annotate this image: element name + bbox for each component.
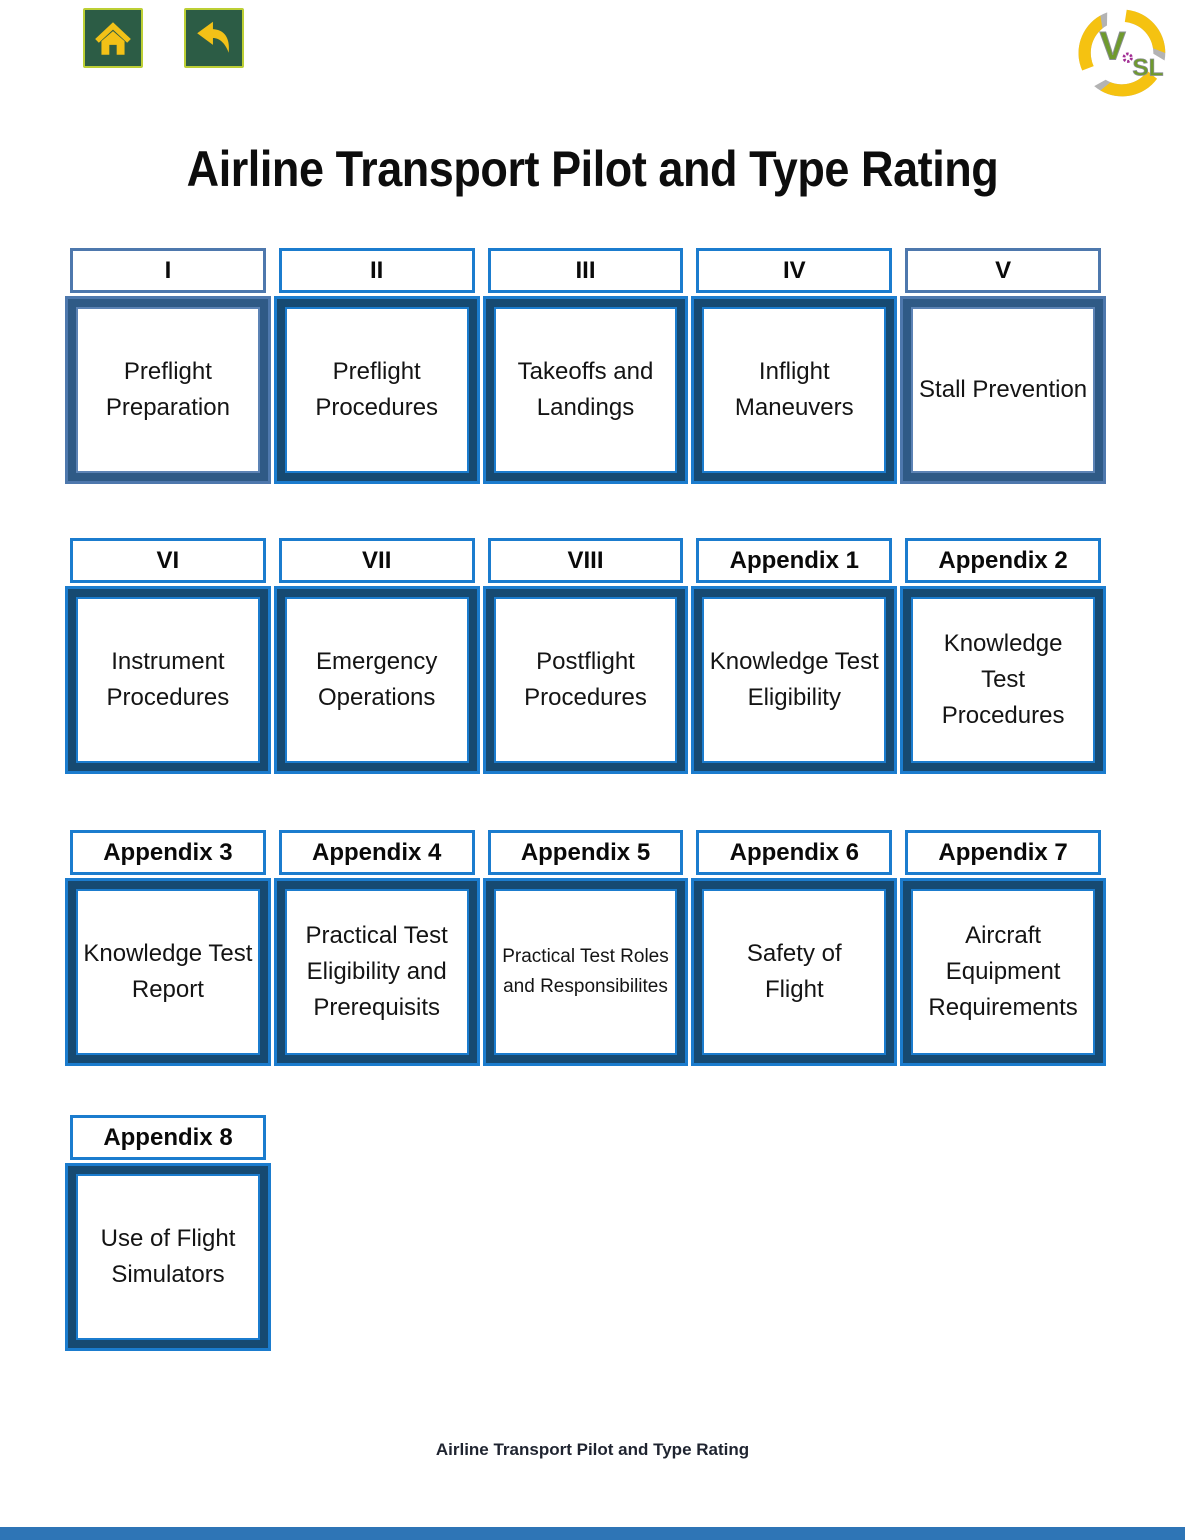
section-link-button[interactable]: Practical Test Roles and Responsibilites [482,878,689,1066]
toc-cell-I: I Preflight Preparation [65,248,271,484]
section-header-label: VII [362,546,392,574]
section-header-label: IV [782,256,806,284]
section-header-label: I [164,256,172,284]
section-label: Postflight Procedures [524,648,647,711]
section-header-label: II [370,256,384,284]
page-title: Airline Transport Pilot and Type Rating [186,141,999,197]
section-header-button[interactable]: Appendix 3 [70,830,266,875]
home-button[interactable] [83,8,143,68]
section-link-button[interactable]: Preflight Preparation [65,296,271,484]
section-header-label: Appendix 2 [938,546,1068,574]
toc-cell-II: II Preflight Procedures [273,248,480,484]
toc-row-3: Appendix 3 Knowledge Test Report Appendi… [65,830,1106,1066]
section-header-label: Appendix 5 [520,838,651,866]
toc-cell-IV: IV Inflight Maneuvers [691,248,898,484]
section-label: Practical Test Eligibility and Prerequis… [305,922,448,1021]
section-header-label: Appendix 6 [729,838,859,866]
section-label: Aircraft Equipment Requirements [928,922,1078,1021]
section-header-label: III [575,256,596,284]
section-header-button[interactable]: Appendix 5 [487,830,684,875]
section-label: Use of Flight Simulators [100,1225,236,1288]
toc-cell-appendix-3: Appendix 3 Knowledge Test Report [65,830,271,1066]
section-link-button[interactable]: Knowledge Test Eligibility [691,586,898,774]
section-label: Knowledge Test Report [83,940,253,1003]
section-label: Inflight Maneuvers [734,358,854,421]
toc-cell-VIII: VIII Postflight Procedures [482,538,689,774]
toc-cell-appendix-1: Appendix 1 Knowledge Test Eligibility [691,538,898,774]
section-header-label: VIII [567,546,604,574]
section-header-label: Appendix 7 [938,838,1068,866]
toc-row-4: Appendix 8 Use of Flight Simulators [65,1115,1106,1351]
section-header-button[interactable]: Appendix 8 [70,1115,266,1160]
section-header-label: V [995,256,1012,284]
section-header-label: Appendix 3 [103,838,233,866]
toc-cell-III: III Takeoffs and Landings [482,248,689,484]
section-header-button[interactable]: I [70,248,266,293]
section-label: Knowledge Test Eligibility [709,648,879,711]
toc-cell-VII: VII Emergency Operations [273,538,480,774]
toc-cell-appendix-7: Appendix 7 Aircraft Equipment Requiremen… [900,830,1106,1066]
section-link-button[interactable]: Preflight Procedures [273,296,480,484]
section-label: Stall Prevention [919,376,1088,403]
section-label: Preflight Procedures [315,358,439,421]
toc-cell-appendix-8: Appendix 8 Use of Flight Simulators [65,1115,271,1351]
section-label: Instrument Procedures [106,648,230,711]
section-header-button[interactable]: Appendix 4 [278,830,475,875]
toc-cell-appendix-6: Appendix 6 Safety of Flight [691,830,898,1066]
section-link-button[interactable]: Knowledge Test Report [65,878,271,1066]
section-label: Practical Test Roles and Responsibilites [502,945,669,997]
section-header-label: Appendix 1 [729,546,859,574]
logo-letters-sl: SL [1132,55,1163,82]
vsl-logo: V SL [1075,6,1169,100]
logo-letter-v: V [1099,25,1126,69]
section-header-label: Appendix 4 [312,838,442,866]
section-header-button[interactable]: Appendix 7 [905,830,1101,875]
back-button[interactable] [184,8,244,68]
toc-cell-appendix-5: Appendix 5 Practical Test Roles and Resp… [482,830,689,1066]
section-label: Preflight Preparation [105,358,230,421]
section-header-button[interactable]: VIII [487,538,684,583]
section-link-button[interactable]: Emergency Operations [273,586,480,774]
home-icon [92,17,134,59]
section-link-button[interactable]: Takeoffs and Landings [482,296,689,484]
section-link-button[interactable]: Safety of Flight [691,878,898,1066]
section-label: Knowledge Test Procedures [941,630,1065,729]
section-header-button[interactable]: VI [70,538,266,583]
toc-cell-VI: VI Instrument Procedures [65,538,271,774]
section-label: Safety of Flight [746,940,842,1003]
section-header-button[interactable]: Appendix 2 [905,538,1101,583]
section-link-button[interactable]: Use of Flight Simulators [65,1163,271,1351]
toc-row-2: VI Instrument Procedures VII Emergency O… [65,538,1106,774]
toc-row-1: I Preflight Preparation II Preflight Pro… [65,248,1106,484]
toc-cell-appendix-4: Appendix 4 Practical Test Eligibility an… [273,830,480,1066]
section-header-label: Appendix 8 [103,1123,233,1151]
back-arrow-icon [193,17,235,59]
section-header-button[interactable]: II [278,248,475,293]
section-link-button[interactable]: Inflight Maneuvers [691,296,898,484]
section-link-button[interactable]: Instrument Procedures [65,586,271,774]
section-label: Takeoffs and Landings [517,358,654,421]
toc-cell-V: V Stall Prevention [900,248,1106,484]
section-header-button[interactable]: IV [696,248,893,293]
section-link-button[interactable]: Stall Prevention [900,296,1106,484]
footer-title: Airline Transport Pilot and Type Rating [435,1440,750,1459]
bottom-accent-bar [0,1527,1185,1540]
section-header-button[interactable]: Appendix 1 [696,538,893,583]
section-label: Emergency Operations [316,648,438,711]
section-header-label: VI [156,546,180,574]
section-header-button[interactable]: V [905,248,1101,293]
section-link-button[interactable]: Practical Test Eligibility and Prerequis… [273,878,480,1066]
section-link-button[interactable]: Knowledge Test Procedures [900,586,1106,774]
toc-cell-appendix-2: Appendix 2 Knowledge Test Procedures [900,538,1106,774]
section-link-button[interactable]: Postflight Procedures [482,586,689,774]
section-header-button[interactable]: VII [278,538,475,583]
section-header-button[interactable]: Appendix 6 [696,830,893,875]
section-link-button[interactable]: Aircraft Equipment Requirements [900,878,1106,1066]
section-header-button[interactable]: III [487,248,684,293]
